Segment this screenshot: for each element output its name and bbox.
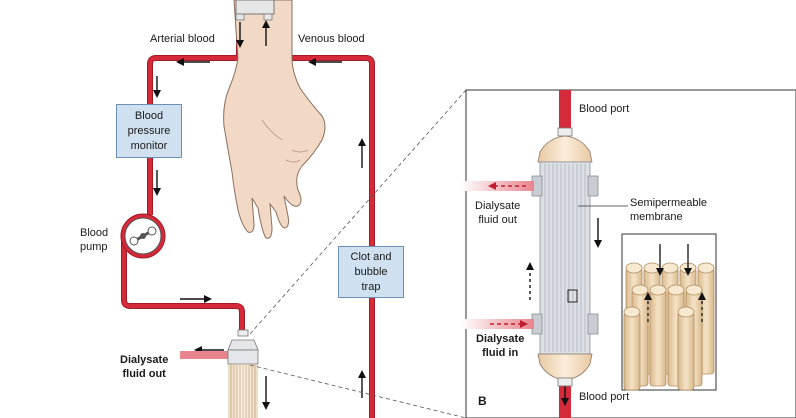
label-blood-port-bottom: Blood port [579,391,630,403]
label-dialysate-fluid-out-right: Dialysate fluid out [475,200,521,226]
patient-hand [223,0,326,239]
label-venous-blood: Venous blood [298,33,365,45]
blood-pressure-monitor-box: Blood pressure monitor [116,104,182,158]
dialyzer-large [526,90,628,418]
blood-pump [120,213,166,259]
dialysate-tubes [460,181,534,329]
label-dialysate-fluid-in: Dialysate fluid in [476,333,525,359]
panel-letter-b: B [478,394,487,408]
fiber-closeup [621,233,717,391]
label-dialysate-fluid-out-left: Dialysate fluid out [120,354,169,380]
clot-and-bubble-trap-box: Clot and bubble trap [338,246,404,298]
dialyzer-small [180,329,259,418]
label-blood-pump: Blood pump [80,227,109,253]
label-arterial-blood: Arterial blood [150,33,215,45]
label-blood-port-top: Blood port [579,103,630,115]
flow-arrows [153,20,366,410]
label-semipermeable-membrane: Semipermeable membrane [630,197,708,223]
